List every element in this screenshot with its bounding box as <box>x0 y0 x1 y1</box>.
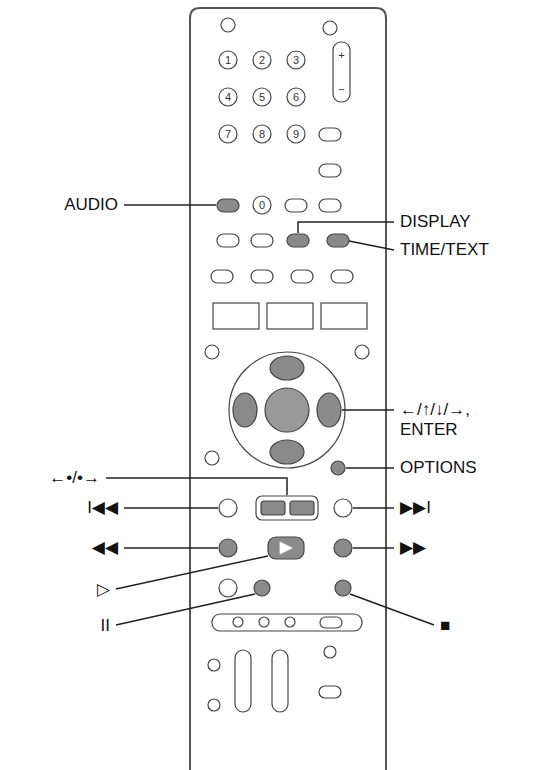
nav-pad <box>229 352 345 468</box>
key-digit: 1 <box>225 54 231 67</box>
volume-sign: + <box>338 49 344 62</box>
remote-body <box>190 8 386 770</box>
volume-rocker <box>333 42 350 102</box>
key-digit: 0 <box>259 199 265 212</box>
callout-label: ←/↑/↓/→, ENTER <box>400 400 496 439</box>
stop-button <box>335 580 351 596</box>
key-digit: 9 <box>293 128 299 141</box>
callout-symbol: I◀◀ <box>87 498 118 518</box>
callout-label: AUDIO <box>64 195 118 215</box>
pause-button <box>254 580 270 596</box>
callout-symbol: ■ <box>440 616 450 636</box>
key-digit: 6 <box>293 91 299 104</box>
callout-label: DISPLAY <box>400 212 471 232</box>
callout-symbol: ▶▶I <box>400 498 431 518</box>
leader-lines <box>106 205 434 625</box>
callout-symbol: ◀◀ <box>92 538 118 558</box>
volume-sign: − <box>338 83 344 96</box>
audio-button <box>217 199 239 212</box>
key-digit: 8 <box>259 128 265 141</box>
eject-button <box>221 18 235 32</box>
key-digit: 2 <box>259 54 265 67</box>
play-button <box>268 537 304 559</box>
callout-label: TIME/TEXT <box>400 240 489 260</box>
key-digit: 7 <box>225 128 231 141</box>
key-digit: 4 <box>225 91 231 104</box>
callout-symbol: II <box>101 616 110 636</box>
callout-symbol: ▷ <box>97 580 110 600</box>
callout-label: OPTIONS <box>400 458 477 478</box>
time-text-button <box>327 234 349 247</box>
enter-button <box>265 388 309 432</box>
callout-symbol: ▶▶ <box>400 538 426 558</box>
key-digit: 5 <box>259 91 265 104</box>
options-button <box>331 461 345 475</box>
key-digit: 3 <box>293 54 299 67</box>
callout-symbol: ←•/•→ <box>49 468 100 488</box>
display-button <box>287 234 309 247</box>
power-button <box>323 21 337 35</box>
